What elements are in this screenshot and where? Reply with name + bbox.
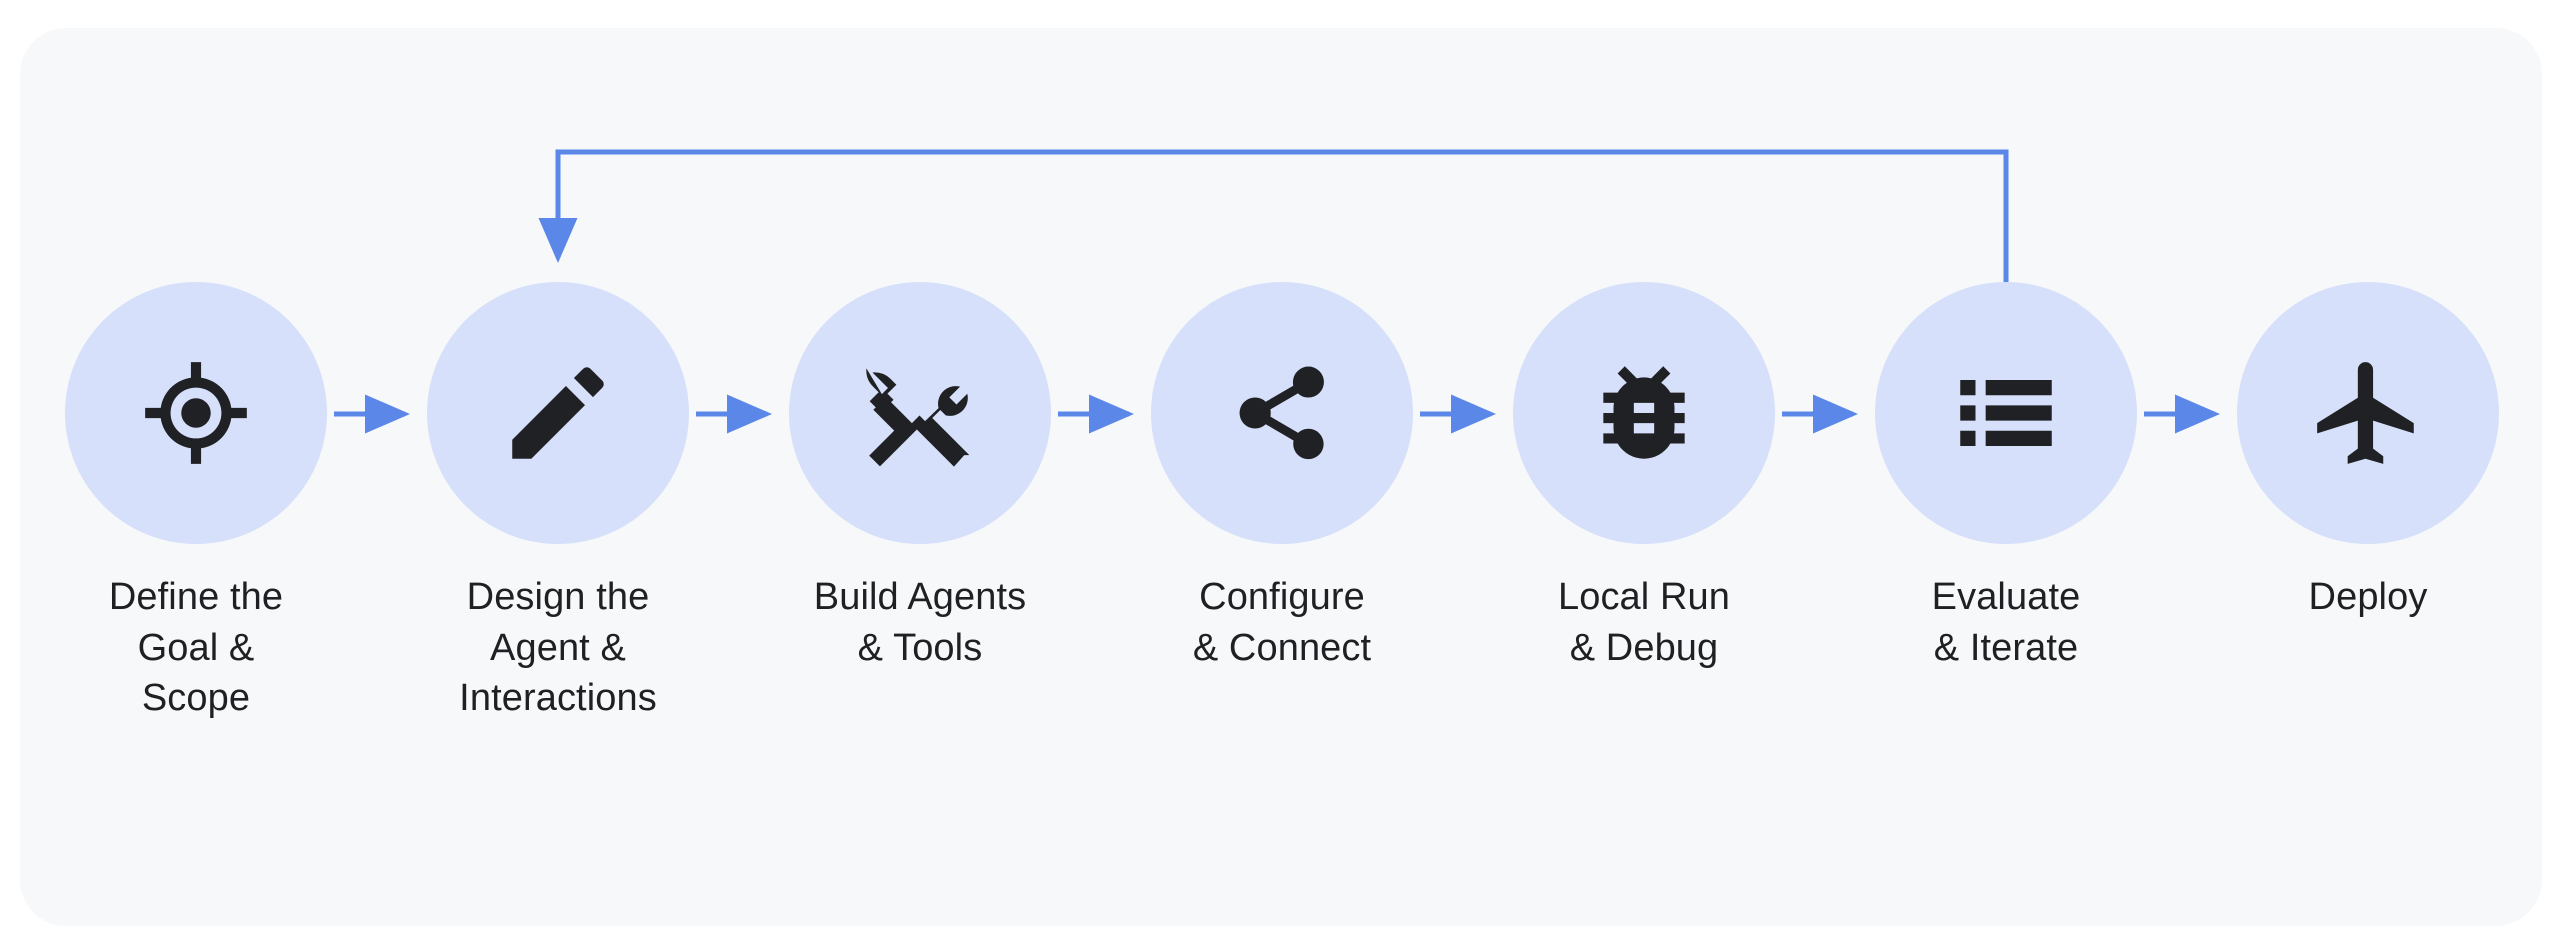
node-circle[interactable] <box>427 282 689 544</box>
target-crosshair-icon <box>135 352 257 474</box>
node-label: Configure & Connect <box>1192 576 1372 669</box>
node-deploy[interactable]: Deploy <box>2228 282 2508 623</box>
node-circle[interactable] <box>1875 282 2137 544</box>
node-circle[interactable] <box>1513 282 1775 544</box>
node-design-agent-interactions[interactable]: Design the Agent & Interactions <box>418 282 698 724</box>
hammer-wrench-icon <box>859 352 981 474</box>
feedback-loop-arrow <box>538 149 2009 282</box>
airplane-icon <box>2307 352 2429 474</box>
node-circle[interactable] <box>2237 282 2499 544</box>
node-label: Define the Goal & Scope <box>108 576 284 720</box>
node-define-goal-scope[interactable]: Define the Goal & Scope <box>56 282 336 724</box>
node-evaluate-iterate[interactable]: Evaluate & Iterate <box>1866 282 2146 673</box>
pencil-edit-icon <box>497 352 619 474</box>
node-label: Local Run & Debug <box>1557 576 1730 669</box>
node-configure-connect[interactable]: Configure & Connect <box>1142 282 1422 673</box>
list-icon <box>1945 352 2067 474</box>
node-label: Deploy <box>2308 576 2428 618</box>
share-nodes-icon <box>1221 352 1343 474</box>
node-label: Build Agents & Tools <box>813 576 1027 669</box>
node-circle[interactable] <box>1151 282 1413 544</box>
node-local-run-debug[interactable]: Local Run & Debug <box>1504 282 1784 673</box>
node-circle[interactable] <box>65 282 327 544</box>
node-circle[interactable] <box>789 282 1051 544</box>
bug-icon <box>1583 352 1705 474</box>
node-label: Design the Agent & Interactions <box>459 576 657 720</box>
node-label: Evaluate & Iterate <box>1931 576 2081 669</box>
node-build-agents-tools[interactable]: Build Agents & Tools <box>780 282 1060 673</box>
